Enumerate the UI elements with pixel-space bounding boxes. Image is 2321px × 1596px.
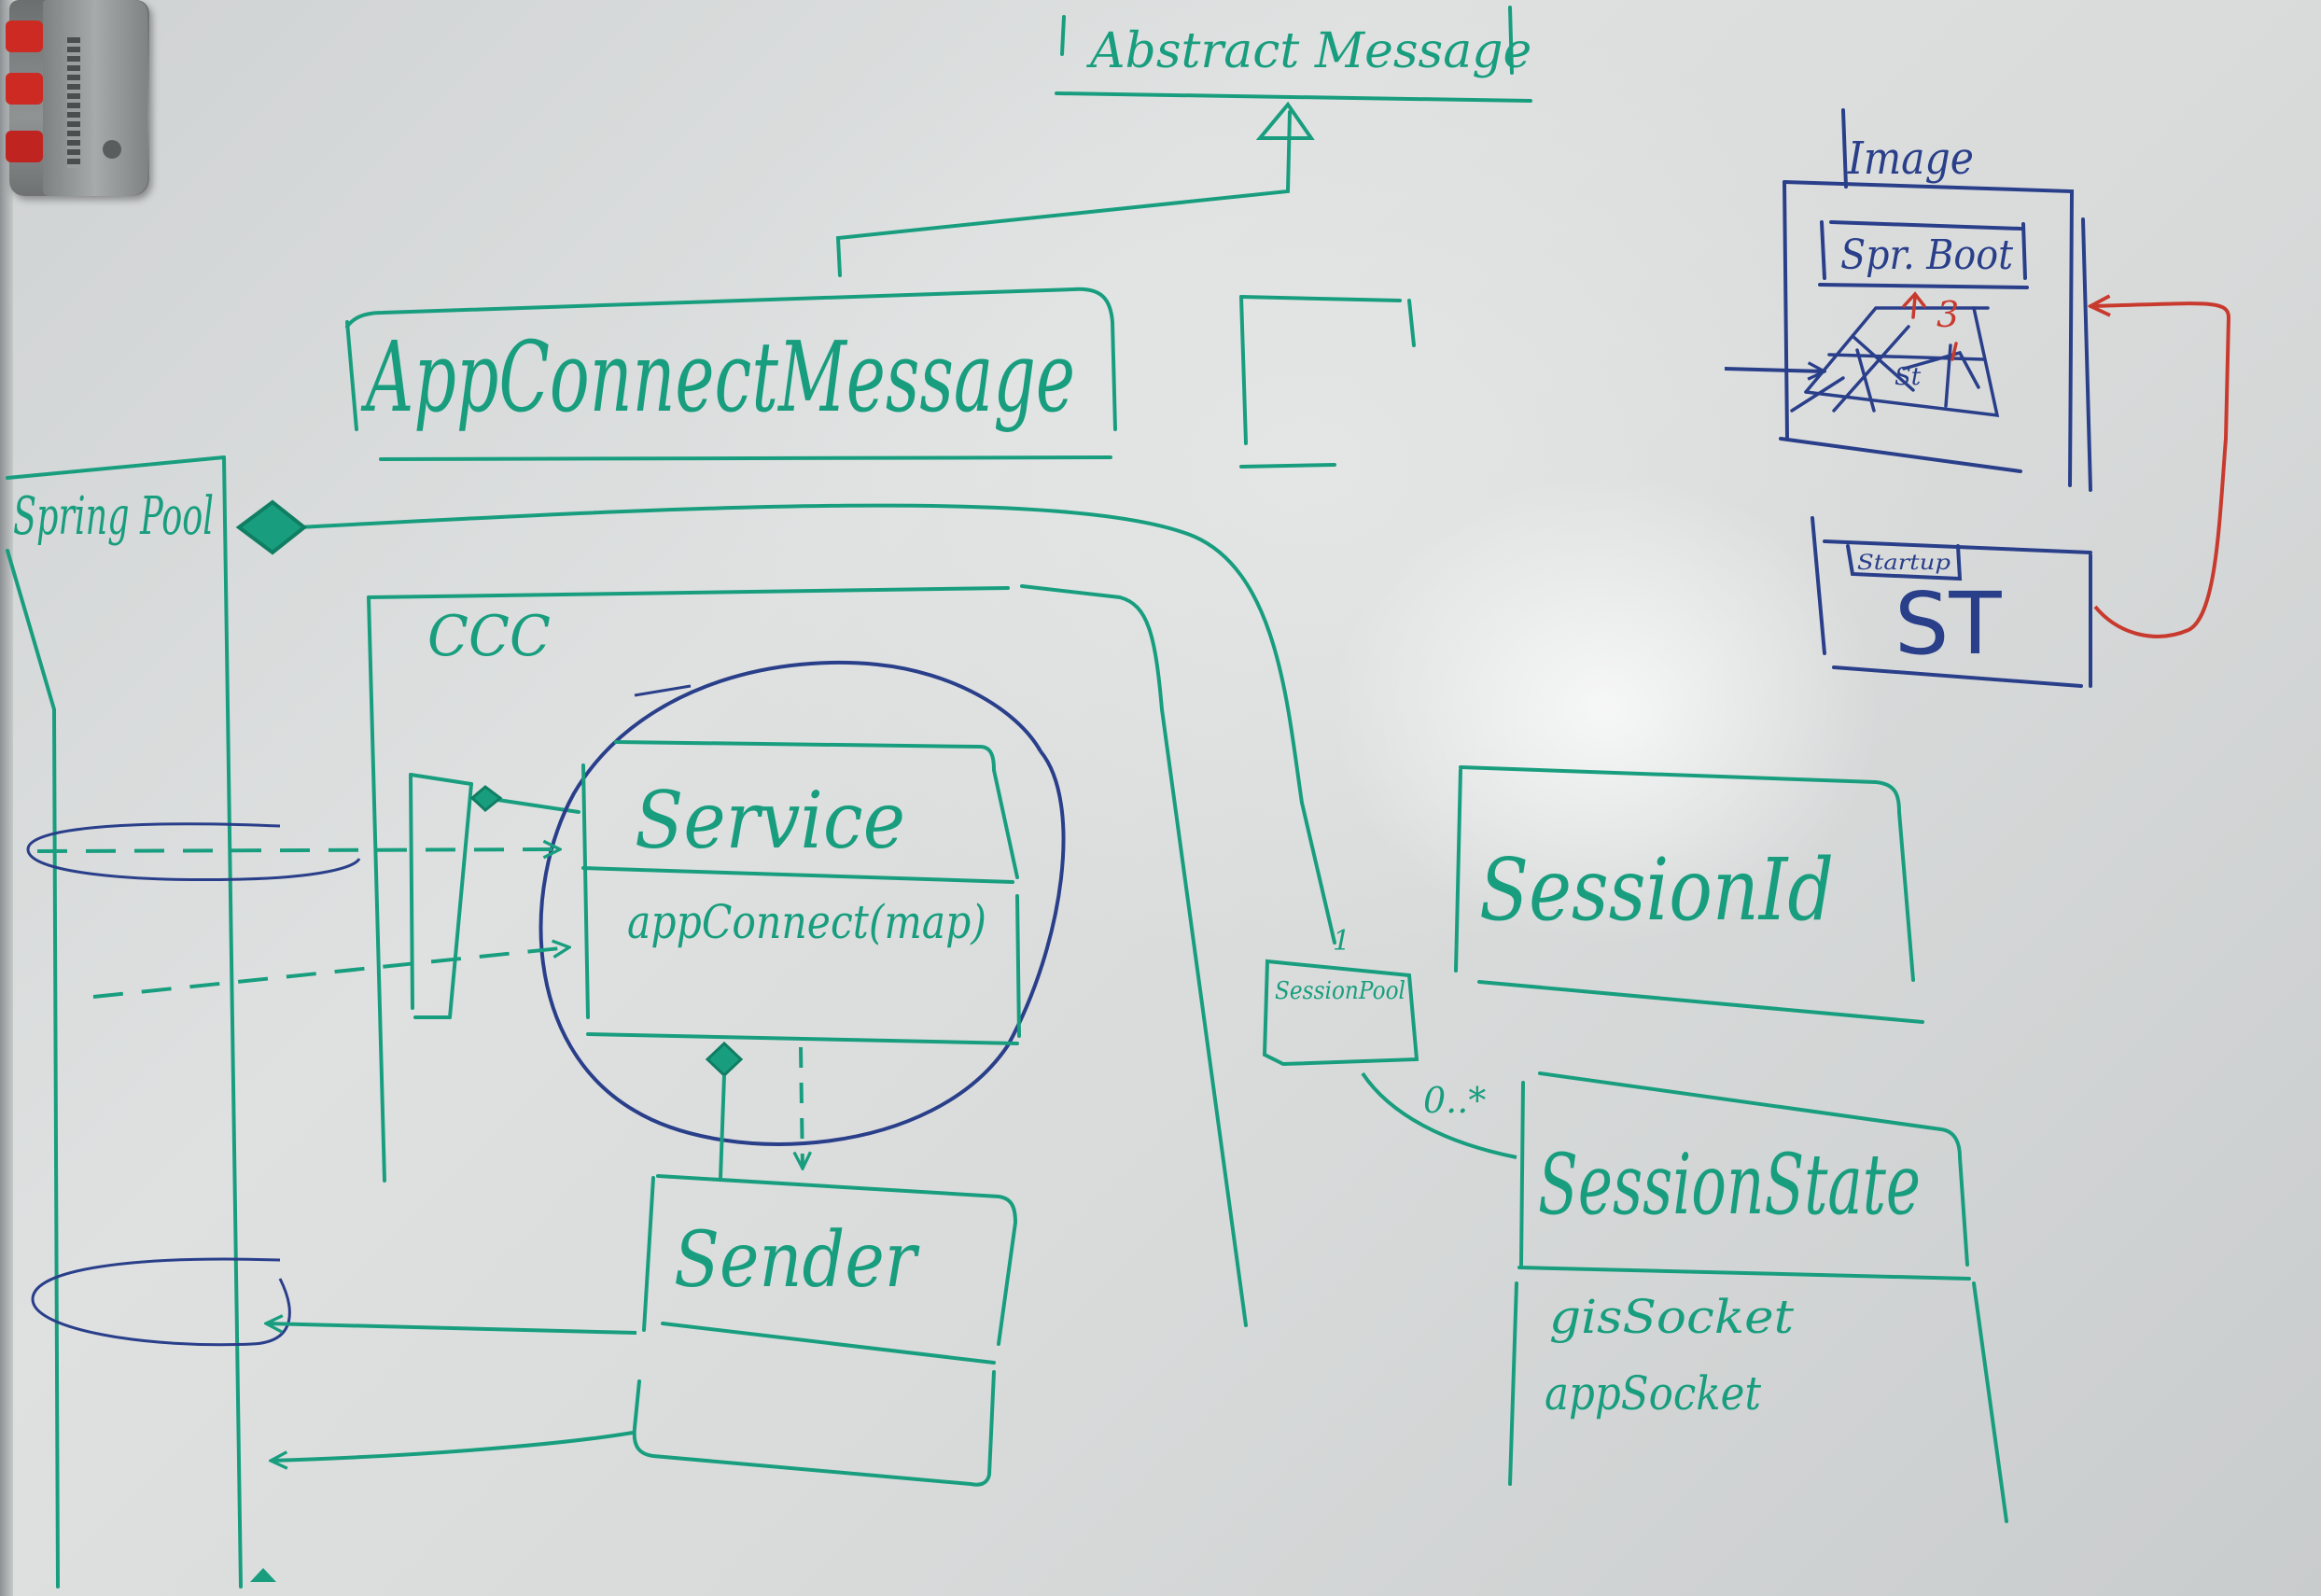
- app-connect-message-label: AppConnectMessage: [361, 320, 1075, 434]
- session-state-field-gis-socket: gisSocket: [1549, 1290, 1795, 1344]
- layer-stack-sketch: [1790, 306, 2000, 418]
- session-pool-class: [1262, 959, 1419, 1067]
- service-encapsulation-circle: [538, 660, 1066, 1146]
- spring-boot-label: Spr. Boot: [1840, 231, 2013, 279]
- inheritance-arrow: [835, 101, 1315, 277]
- whiteboard-frame: [0, 0, 13, 1596]
- multiplicity-one-label: 1: [1333, 925, 1350, 958]
- eraser-label: [67, 37, 80, 168]
- ccc-label: CCC: [427, 604, 551, 669]
- spring-pool-lifeline: [6, 455, 243, 1589]
- image-label: Image: [1847, 133, 1974, 185]
- session-pool-label: SessionPool: [1275, 977, 1405, 1005]
- abstract-message-class: [1055, 6, 1532, 103]
- session-state-class: [1508, 1071, 2008, 1523]
- session-state-label: SessionState: [1538, 1136, 1921, 1234]
- multiplicity-many-label: 0..*: [1423, 1080, 1486, 1121]
- return-arrow-1: [266, 1323, 637, 1335]
- red-stack-code: 3: [1936, 294, 1959, 335]
- app-connect-message-class: [345, 287, 1117, 461]
- startup-box: [1811, 516, 2092, 688]
- service-sender-composition-diamond: [705, 1041, 744, 1078]
- eraser-screw: [103, 140, 121, 159]
- input-arrow: [1724, 369, 1825, 371]
- empty-class-box: [1239, 295, 1416, 469]
- circle-gap-stroke: [634, 684, 692, 697]
- ccc-container: [367, 584, 1248, 1327]
- outgoing-call-ellipse: [31, 1257, 291, 1347]
- spring-pool-label: Spring Pool: [13, 486, 214, 547]
- session-state-field-app-socket: appSocket: [1545, 1366, 1762, 1421]
- session-id-label: SessionId: [1479, 840, 1834, 940]
- inner-layer-label: St: [1895, 363, 1922, 391]
- service-method-app-connect: appConnect(map): [627, 895, 986, 949]
- startup-label: Startup: [1857, 552, 1950, 575]
- return-arrow-2: [271, 1431, 634, 1461]
- red-layer-marks: [1902, 291, 1958, 361]
- spring-boot-box: [1818, 220, 2029, 289]
- session-id-class: [1454, 765, 1924, 1024]
- service-class: [581, 740, 1021, 1045]
- st-label: ST: [1895, 574, 2002, 674]
- port-diamond: [469, 785, 503, 812]
- sender-class: [632, 1174, 1018, 1487]
- eraser-felt: [43, 0, 147, 196]
- sender-label: Sender: [674, 1216, 920, 1305]
- dashed-call-arrow-2: [92, 947, 569, 999]
- dashed-call-arrow-1: [36, 849, 560, 851]
- abstract-message-label: Abstract Message: [1086, 23, 1531, 79]
- image-container: [1779, 108, 2092, 492]
- pool-state-association: [1361, 1071, 1517, 1159]
- eraser-red-tab: [6, 21, 43, 52]
- composition-diamond: [235, 499, 308, 555]
- feedback-arrow: [2090, 303, 2231, 638]
- ccc-port: [409, 773, 580, 1019]
- service-label: Service: [635, 775, 905, 866]
- eraser-red-tab: [6, 73, 43, 105]
- incoming-call-ellipse: [26, 822, 361, 882]
- service-sender-dependency: [801, 1046, 803, 1169]
- composition-to-session-pool: [297, 503, 1336, 945]
- service-sender-composition-line: [719, 1074, 726, 1179]
- eraser-red-tab: [6, 131, 43, 162]
- whiteboard-eraser-icon: [6, 0, 149, 196]
- diamond-bottom: [250, 1568, 276, 1582]
